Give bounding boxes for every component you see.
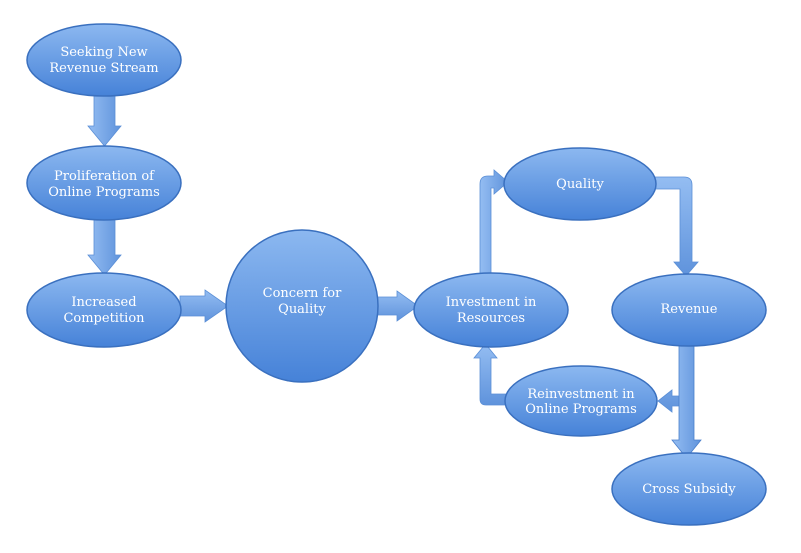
node-label: Cross Subsidy xyxy=(642,482,736,497)
node-increased-competition: Increased Competition xyxy=(26,272,182,348)
node-label: Concern for xyxy=(263,286,342,301)
arrow-quality-to-revenue xyxy=(654,176,699,277)
node-seeking-new-revenue-stream: Seeking New Revenue Stream xyxy=(26,23,182,97)
node-label: Proliferation of xyxy=(54,169,155,184)
node-label: Seeking New xyxy=(60,45,147,60)
node-label: Reinvestment in xyxy=(527,387,635,402)
arrow-seeking-to-proliferation xyxy=(87,95,122,147)
node-label: Revenue xyxy=(661,302,718,317)
node-label: Quality xyxy=(556,177,604,192)
node-proliferation-of-online-programs: Proliferation of Online Programs xyxy=(26,145,182,221)
node-label: Online Programs xyxy=(48,185,160,200)
node-label: Online Programs xyxy=(525,402,637,417)
node-label: Resources xyxy=(457,311,525,326)
arrow-investment-to-quality xyxy=(479,169,509,277)
arrow-reinvestment-to-investment xyxy=(473,343,511,406)
node-reinvestment-in-online-programs: Reinvestment in Online Programs xyxy=(504,365,658,437)
node-label: Revenue Stream xyxy=(49,61,158,76)
arrow-concern-to-investment xyxy=(376,290,419,322)
arrow-revenue-to-cross-subsidy xyxy=(671,344,702,459)
node-label: Quality xyxy=(278,302,326,317)
node-cross-subsidy: Cross Subsidy xyxy=(611,452,767,526)
node-label: Investment in xyxy=(446,295,537,310)
node-revenue: Revenue xyxy=(611,273,767,347)
node-concern-for-quality: Concern for Quality xyxy=(225,229,379,383)
node-label: Increased xyxy=(71,295,136,310)
node-quality: Quality xyxy=(503,147,657,221)
arrow-competition-to-concern xyxy=(179,289,229,323)
arrow-proliferation-to-competition xyxy=(87,218,122,276)
node-label: Competition xyxy=(63,311,145,326)
node-investment-in-resources: Investment in Resources xyxy=(413,272,569,348)
